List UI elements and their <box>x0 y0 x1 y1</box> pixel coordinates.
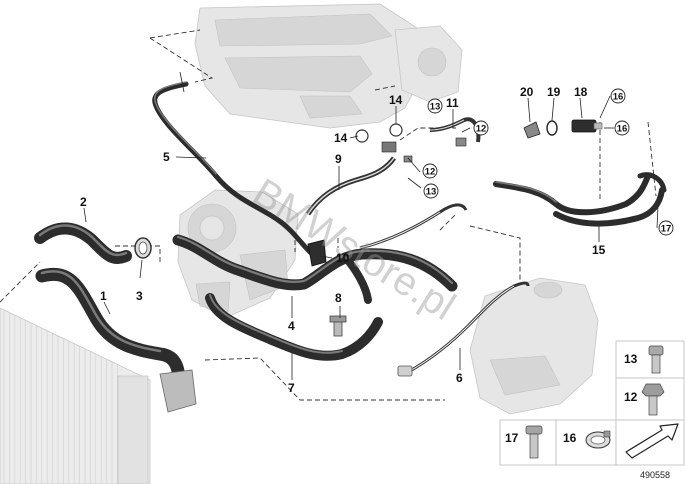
callout-15: 15 <box>592 243 606 257</box>
callout-13-top: 13 <box>430 102 441 113</box>
clip-part-20 <box>523 121 541 139</box>
line-part-11 <box>429 117 481 143</box>
diagram-reference-number: 490558 <box>640 470 670 480</box>
return-line-long <box>359 203 468 250</box>
callout-12-mid: 12 <box>425 167 436 178</box>
bolt-part-8 <box>329 315 347 337</box>
callout-11: 11 <box>446 96 459 110</box>
hose-part-5 <box>152 71 321 261</box>
callout-16-mid: 16 <box>617 124 628 135</box>
callout-18: 18 <box>574 85 588 99</box>
legend-label-16: 16 <box>563 431 577 445</box>
callout-7: 7 <box>288 381 295 395</box>
callout-14-left: 14 <box>334 131 348 145</box>
callout-12-top: 12 <box>476 124 487 135</box>
direction-arrow-icon <box>625 423 679 459</box>
legend-box-16: 16 <box>555 419 617 466</box>
radiator-ghost <box>0 307 151 484</box>
hose-clamp-icon <box>585 430 611 449</box>
line-part-9 <box>305 156 397 216</box>
callout-circles: 13 12 12 13 16 16 17 <box>422 88 674 236</box>
leader-lines <box>83 95 659 380</box>
legend-label-12: 12 <box>624 390 638 404</box>
callout-16-top: 16 <box>613 92 624 103</box>
assembly-dash-lines <box>0 29 657 401</box>
callout-5: 5 <box>163 150 170 164</box>
callout-2: 2 <box>80 195 87 209</box>
callout-8: 8 <box>335 291 342 305</box>
oring-part-19 <box>546 120 558 136</box>
small-clamps <box>355 123 467 163</box>
callout-labels: 1 2 3 4 5 6 7 8 9 10 11 14 14 15 18 19 2… <box>80 85 606 395</box>
callout-13-mid: 13 <box>426 187 437 198</box>
hose-part-15 <box>493 172 667 227</box>
legend-box-12: 12 <box>615 377 685 421</box>
callout-4: 4 <box>288 319 295 333</box>
legend-box-17: 17 <box>499 419 557 466</box>
sensor-part-18 <box>571 119 603 133</box>
hose-part-2 <box>34 222 132 264</box>
flange-bolt-icon <box>648 345 664 374</box>
legend-box-arrow <box>615 419 685 466</box>
hose-part-1 <box>35 267 197 413</box>
callout-10: 10 <box>336 251 350 265</box>
callout-17: 17 <box>661 224 672 235</box>
callout-9: 9 <box>335 152 342 166</box>
hose-part-7 <box>205 293 383 361</box>
legend-box-13: 13 <box>615 340 685 379</box>
legend-label-17: 17 <box>505 431 519 445</box>
callout-1: 1 <box>100 289 107 303</box>
cylinder-head-ghost <box>194 3 463 129</box>
clamp-part-3 <box>134 237 152 259</box>
callout-20: 20 <box>520 85 534 99</box>
callout-19: 19 <box>547 85 561 99</box>
screw-icon <box>525 425 543 459</box>
part-10 <box>307 239 327 267</box>
legend-label-13: 13 <box>624 352 638 366</box>
hex-bolt-icon <box>641 383 665 416</box>
hose-part-4 <box>172 234 458 304</box>
line-part-6 <box>397 281 530 377</box>
expansion-tank-ghost <box>469 277 599 415</box>
callout-14-top: 14 <box>389 93 403 107</box>
callout-6: 6 <box>456 371 463 385</box>
callout-3: 3 <box>136 289 143 303</box>
